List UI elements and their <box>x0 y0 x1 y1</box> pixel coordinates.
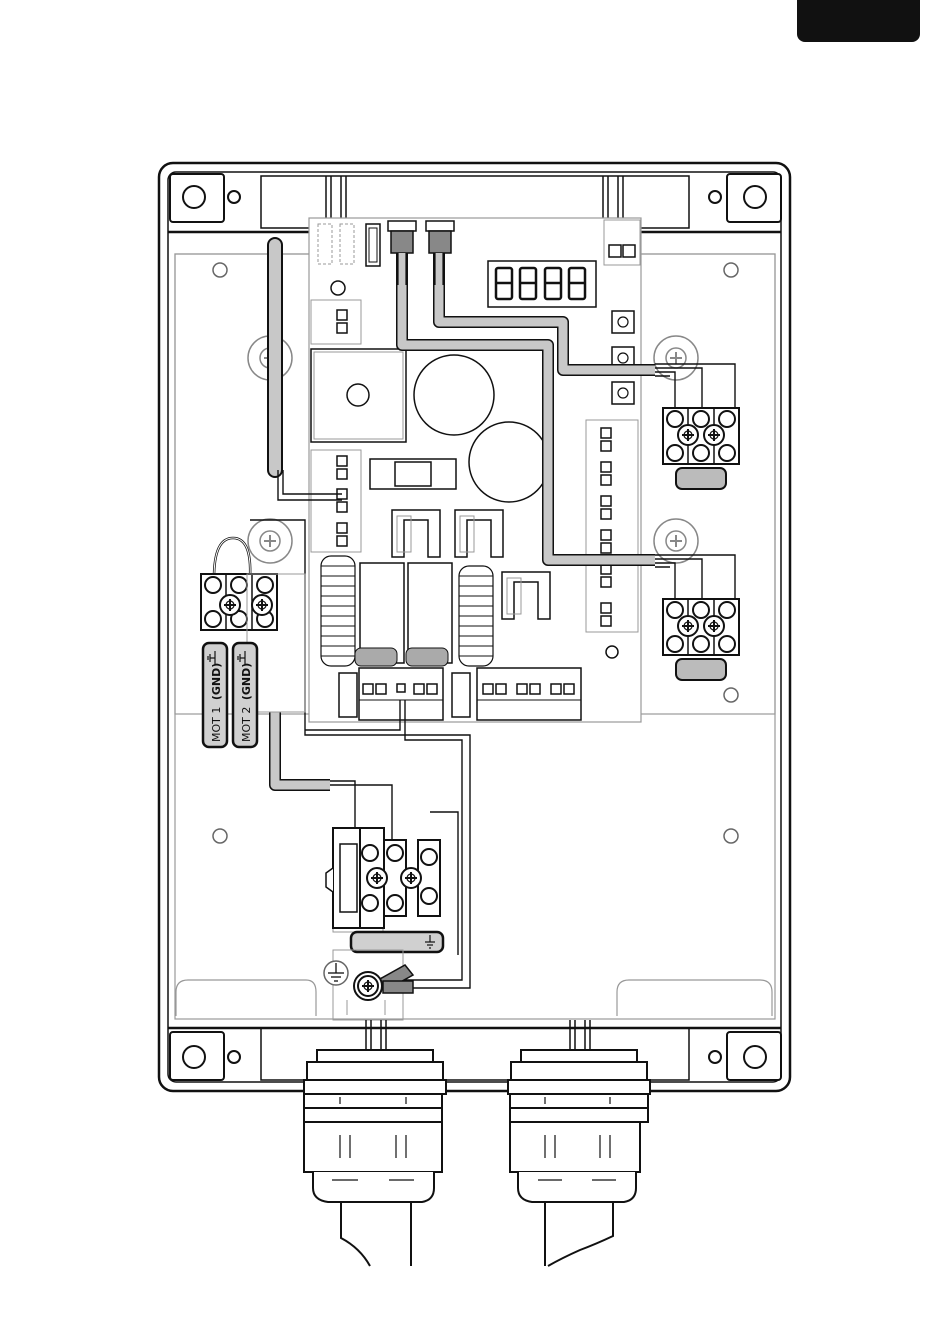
gnd-text: (GND) <box>210 663 223 700</box>
gnd-text: (GND) <box>240 663 253 700</box>
cable-gland-left <box>304 1020 446 1266</box>
motor-1-text: MOT 1 <box>210 707 223 742</box>
motor-2-text: MOT 2 <box>240 707 253 742</box>
control-board <box>309 218 641 722</box>
motor-2-ground-label: MOT 2 (GND) <box>233 643 257 747</box>
mount-screw-icon <box>654 519 698 563</box>
motor-1-ground-label: MOT 1 (GND) <box>203 643 227 747</box>
mount-screw-icon <box>654 336 698 380</box>
cable-gland-right <box>508 1020 650 1266</box>
display-icon <box>488 261 596 307</box>
mount-screw-icon <box>248 519 292 563</box>
